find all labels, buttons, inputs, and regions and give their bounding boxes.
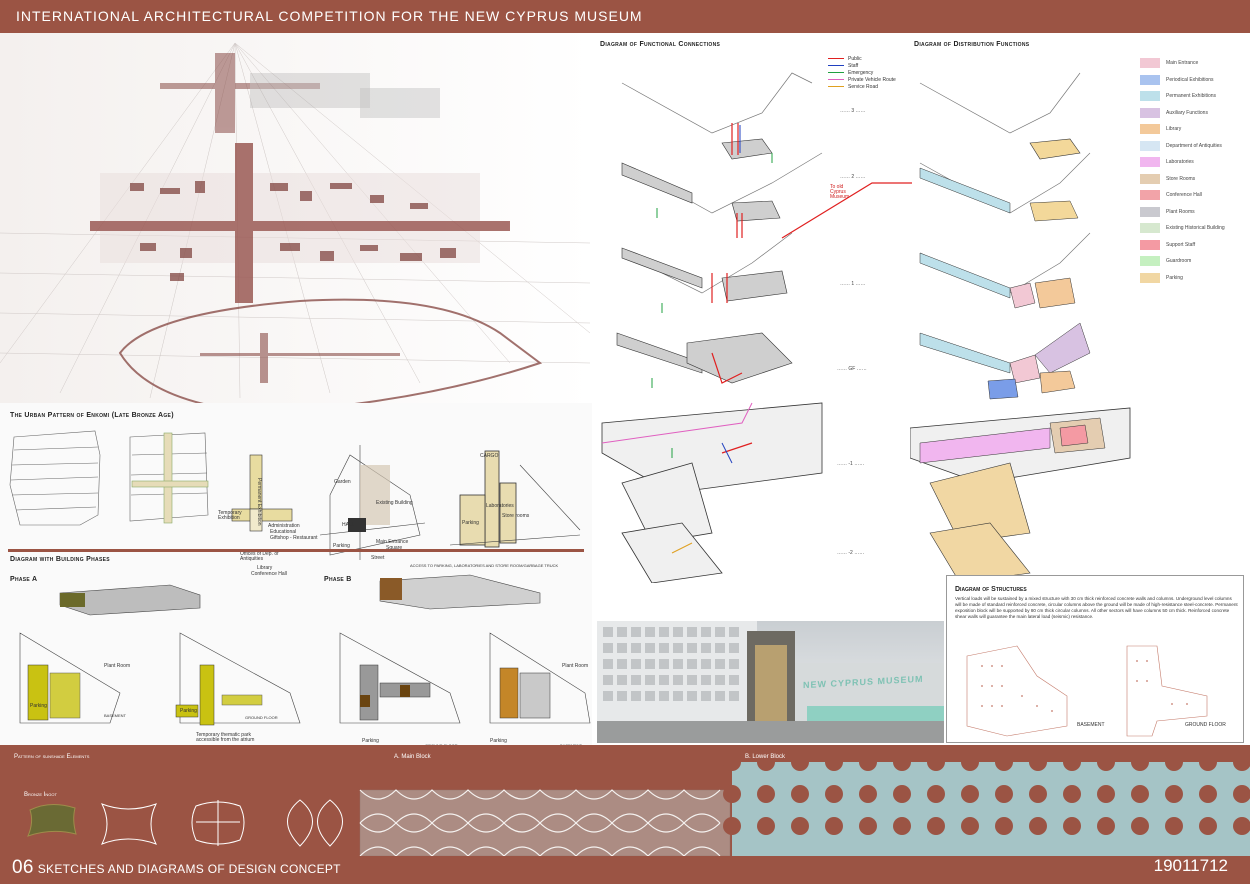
museum-rendering: NEW CYPRUS MUSEUM bbox=[597, 621, 944, 743]
sheet-title: International Architectural Competition … bbox=[16, 8, 643, 24]
distribution-legend: Main Entrance Periodical Exhibitions Per… bbox=[1140, 55, 1225, 286]
label-parking-a2: Parking bbox=[180, 708, 197, 714]
distribution-axonometric bbox=[910, 72, 1131, 583]
to-old-museum-label: To old Cyprus Museum bbox=[830, 184, 850, 200]
label-basement-a: Basement bbox=[104, 713, 127, 718]
label-permanent-exhibition: Permanent Exhibition bbox=[256, 478, 262, 526]
label-cargo: CARGO bbox=[480, 453, 499, 459]
sheet-subtitle: Sketches and Diagrams of Design Concept bbox=[37, 862, 341, 876]
legend-conference-hall: Conference Hall bbox=[1140, 187, 1225, 204]
legend-store-rooms: Store Rooms bbox=[1140, 171, 1225, 188]
building-phases-title: Diagram with Building Phases bbox=[10, 556, 110, 563]
legend-public: Public bbox=[828, 55, 896, 62]
label-educational: Educational bbox=[270, 529, 297, 535]
legend-department-antiquities: Department of Antiquities bbox=[1140, 138, 1225, 155]
level-1: …… 1 …… bbox=[840, 281, 866, 287]
urban-pattern-sketches bbox=[9, 430, 581, 560]
label-main-entrance: Main Entrance bbox=[376, 539, 409, 545]
functional-connections-title: Diagram of Functional Connections bbox=[600, 41, 721, 48]
label-library: Library bbox=[257, 565, 273, 571]
entry-code: 19011712 bbox=[1153, 856, 1228, 875]
level-3: …… 3 …… bbox=[840, 108, 866, 114]
label-temporary-exhibition: Temporary Exhibition bbox=[218, 510, 242, 521]
sheet-number: 06 bbox=[12, 857, 34, 878]
legend-periodical-exhibitions: Periodical Exhibitions bbox=[1140, 72, 1225, 89]
urban-pattern-title: The Urban Pattern of Enkomi (Late Bronze… bbox=[10, 412, 174, 419]
sheet-footer-title: 06Sketches and Diagrams of Design Concep… bbox=[12, 857, 341, 879]
legend-service-road: Service Road bbox=[828, 83, 896, 90]
level-2: …… 2 …… bbox=[840, 174, 866, 180]
functional-connections-axonometric bbox=[601, 72, 912, 583]
sunshade-patterns bbox=[27, 760, 1250, 856]
label-parking-b: Parking bbox=[362, 738, 379, 744]
structures-title: Diagram of Structures bbox=[955, 586, 1027, 593]
left-panel: The Urban Pattern of Enkomi (Late Bronze… bbox=[0, 33, 592, 748]
label-administration: Administration bbox=[268, 523, 300, 529]
level-minus2: …… -2 …… bbox=[837, 550, 865, 556]
label-laboratories: Laboratories bbox=[486, 503, 514, 509]
legend-laboratories: Laboratories bbox=[1140, 154, 1225, 171]
label-ground-floor-a: Ground Floor bbox=[245, 715, 278, 720]
phase-a-label: Phase A bbox=[10, 576, 38, 583]
legend-plant-rooms: Plant Rooms bbox=[1140, 204, 1225, 221]
legend-main-entrance: Main Entrance bbox=[1140, 55, 1225, 72]
label-access: Access to parking, laboratories and stor… bbox=[410, 563, 559, 568]
label-existing-building: Existing Building bbox=[376, 500, 413, 506]
label-hall: HALL bbox=[342, 522, 355, 528]
legend-library: Library bbox=[1140, 121, 1225, 138]
label-parking-a: Parking bbox=[30, 703, 47, 709]
legend-parking: Parking bbox=[1140, 270, 1225, 287]
legend-permanent-exhibitions: Permanent Exhibitions bbox=[1140, 88, 1225, 105]
connections-legend: Public Staff Emergency Private Vehicle R… bbox=[828, 55, 896, 90]
structures-plans bbox=[966, 645, 1208, 737]
label-square: Square bbox=[386, 545, 403, 551]
legend-existing-historical: Existing Historical Building bbox=[1140, 220, 1225, 237]
label-conference-hall: Conference Hall bbox=[251, 571, 287, 577]
label-offices: Offices of Dep. of Antiquities bbox=[240, 551, 279, 562]
label-store-rooms: Store rooms bbox=[502, 513, 530, 519]
legend-support-staff: Support Staff bbox=[1140, 237, 1225, 254]
label-giftshop: Giftshop - Restaurant bbox=[270, 535, 318, 541]
phase-b-label: Phase B bbox=[324, 576, 352, 583]
label-plant-room-b: Plant Room bbox=[562, 663, 589, 669]
legend-auxiliary-functions: Auxiliary Functions bbox=[1140, 105, 1225, 122]
structures-panel: Diagram of Structures Vertical loads wil… bbox=[946, 575, 1244, 743]
lower-block-label: B. Lower Block bbox=[745, 754, 786, 760]
section-divider bbox=[8, 549, 584, 552]
legend-guardroom: Guardroom bbox=[1140, 253, 1225, 270]
label-parking-1: Parking bbox=[333, 543, 350, 549]
label-temp-park: Temporary thematic park accessible from … bbox=[196, 732, 255, 743]
label-parking-2: Parking bbox=[462, 520, 479, 526]
urban-perspective-sketch bbox=[0, 33, 592, 403]
phase-diagrams bbox=[19, 574, 591, 726]
structures-ground-floor-label: Ground Floor bbox=[1185, 722, 1226, 728]
structures-text: Vertical loads will be sustained by a mi… bbox=[955, 596, 1238, 619]
structures-basement-label: Basement bbox=[1077, 722, 1105, 728]
level-minus1: …… -1 …… bbox=[837, 461, 865, 467]
label-street: Street bbox=[371, 555, 385, 561]
label-garden: Garden bbox=[334, 479, 351, 485]
header-bar bbox=[0, 0, 1250, 33]
legend-emergency: Emergency bbox=[828, 69, 896, 76]
distribution-functions-title: Diagram of Distribution Functions bbox=[914, 41, 1030, 48]
legend-private-vehicle: Private Vehicle Route bbox=[828, 76, 896, 83]
legend-staff: Staff bbox=[828, 62, 896, 69]
level-gf: …… GF …… bbox=[837, 366, 867, 372]
sunshade-title: Pattern of sunshade Elements bbox=[14, 754, 90, 760]
label-plant-room-a: Plant Room bbox=[104, 663, 131, 669]
label-parking-b2: Parking bbox=[490, 738, 507, 744]
bronze-ingot-label: Bronze Ingot bbox=[24, 792, 57, 798]
main-block-label: A. Main Block bbox=[394, 754, 431, 760]
